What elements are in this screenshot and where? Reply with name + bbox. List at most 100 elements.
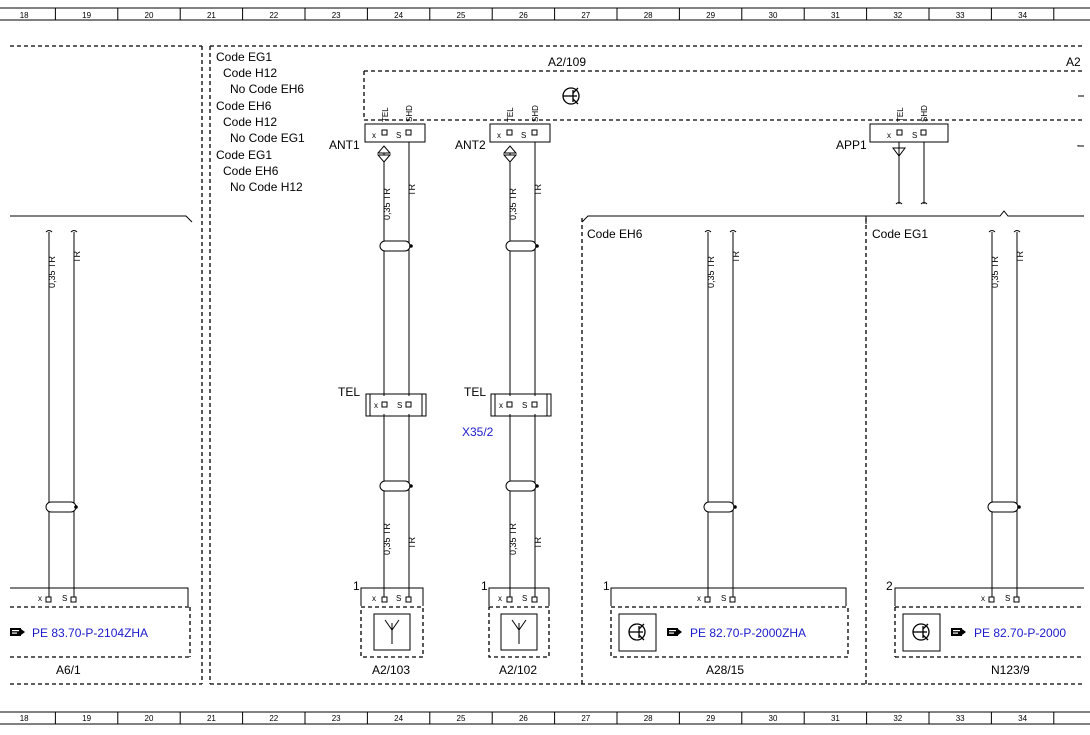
pin-s-label: S — [396, 594, 401, 603]
pin-s-label: S — [397, 401, 402, 410]
reference-link-1[interactable]: PE 83.70-P-2104ZHA — [32, 626, 148, 640]
reference-icon — [667, 628, 682, 636]
component-label-a2-103: A2/103 — [372, 663, 410, 677]
grid-cell-label: 30 — [769, 11, 778, 20]
grid-cell-label: 27 — [581, 714, 590, 723]
antenna-icon — [511, 619, 527, 644]
pin-x-label: x — [38, 594, 42, 603]
module-label: A2/109 — [548, 55, 586, 69]
component-n123-9: 2 x S PE 82.70-P-2000 N123/9 — [886, 579, 1084, 677]
condition-list: Code EG1 Code H12 No Code EH6 Code EH6 C… — [216, 50, 305, 194]
pin-shd-label: SHD — [920, 105, 929, 122]
shield-icon — [379, 240, 411, 252]
branch-label-eg1: Code EG1 — [872, 227, 928, 241]
component-label-a2-102: A2/102 — [499, 663, 537, 677]
wire-label: TR — [1015, 251, 1025, 263]
pin-s-label: S — [522, 401, 527, 410]
grid-cell-label: 18 — [20, 714, 29, 723]
grid-cell-label: 29 — [706, 714, 715, 723]
wire-label: 0,35 TR — [382, 188, 392, 220]
module-a2-109: A2/109 A2 — [363, 55, 1084, 147]
pin-number: 1 — [603, 579, 610, 593]
connector-ant1: x S TEL SHD ANT1 — [329, 105, 426, 152]
connector-tel-2: x S TEL X35/2 — [462, 385, 552, 439]
condition-5: Code H12 — [223, 115, 277, 129]
condition-7: Code EG1 — [216, 148, 272, 162]
pin-x-label: x — [374, 401, 378, 410]
pin-s-label: S — [1005, 594, 1010, 603]
pin-tel-label: TEL — [381, 107, 390, 122]
grid-cell-label: 26 — [519, 11, 528, 20]
component-label-a28-15: A28/15 — [706, 663, 744, 677]
grid-cell-label: 34 — [1018, 11, 1027, 20]
wire-label: 0,35 TR — [990, 256, 1000, 288]
pin-s-label: S — [522, 594, 527, 603]
reference-icon — [951, 628, 966, 636]
grid-cell-label: 22 — [269, 714, 278, 723]
pin-x-label: x — [981, 594, 985, 603]
satellite-icon — [562, 87, 580, 105]
condition-3: No Code EH6 — [230, 82, 304, 96]
ant1-label: ANT1 — [329, 138, 360, 152]
antenna-icon — [384, 619, 400, 644]
condition-1: Code EG1 — [216, 50, 272, 64]
connector-ant2: x S TEL SHD ANT2 — [455, 105, 551, 152]
wire-label: TR — [72, 251, 82, 263]
wire-group-n123-9: 0,35 TR TR — [987, 230, 1025, 598]
shield-icon — [703, 501, 735, 513]
wire-label: 0,35 TR — [508, 523, 518, 555]
satellite-icon — [628, 623, 646, 641]
branch-label-eh6: Code EH6 — [587, 227, 643, 241]
frame-lines — [10, 45, 1084, 685]
reference-link-2[interactable]: PE 82.70-P-2000ZHA — [690, 626, 806, 640]
grid-cell-label: 33 — [956, 11, 965, 20]
component-a2-103: 1 x S A2/103 — [353, 579, 424, 677]
grid-cell-label: 26 — [519, 714, 528, 723]
connector-tel-1: x S TEL — [338, 385, 427, 417]
grid-cell-label: 20 — [145, 11, 154, 20]
reference-link-3[interactable]: PE 82.70-P-2000 — [974, 626, 1066, 640]
condition-8: Code EH6 — [223, 164, 279, 178]
shield-icon — [987, 501, 1019, 513]
wire-label: TR — [407, 537, 417, 549]
grid-cell-label: 24 — [394, 11, 403, 20]
wire-label: 0,35 TR — [706, 256, 716, 288]
shield-icon — [45, 501, 77, 513]
shield-icon — [505, 240, 537, 252]
wire-group-a2-102: 0,35 TR TR 0,35 TR TR — [505, 142, 543, 598]
component-a28-15: 1 x S PE 82.70-P-2000ZHA A28/15 — [603, 579, 849, 677]
grid-cell-label: 33 — [956, 714, 965, 723]
shield-icon — [505, 480, 537, 492]
grid-cell-label: 23 — [332, 714, 341, 723]
pin-number: 1 — [481, 579, 488, 593]
grid-cell-label: 34 — [1018, 714, 1027, 723]
pin-s-label: S — [62, 594, 67, 603]
grid-cell-label: 19 — [82, 11, 91, 20]
connector-app1: x S TEL SHD APP1 · — [836, 105, 1080, 205]
pin-s-label: S — [721, 594, 726, 603]
wire-label: TR — [533, 184, 543, 196]
pin-shd-label: SHD — [405, 105, 414, 122]
grid-cell-label: 25 — [457, 11, 466, 20]
grid-cell-label: 29 — [706, 11, 715, 20]
condition-9: No Code H12 — [230, 180, 303, 194]
component-label-n123-9: N123/9 — [991, 663, 1030, 677]
grid-cell-label: 28 — [644, 714, 653, 723]
pin-x-label: x — [887, 131, 891, 140]
antenna-arrow-icon — [377, 145, 391, 165]
grid-cell-label: 32 — [893, 714, 902, 723]
reference-icon — [10, 628, 25, 636]
pin-tel-label: TEL — [896, 107, 905, 122]
branch-lines — [10, 210, 1084, 224]
component-label-a6-1: A6/1 — [56, 663, 81, 677]
connector-x35-link[interactable]: X35/2 — [462, 425, 494, 439]
grid-cell-label: 32 — [893, 11, 902, 20]
condition-6: No Code EG1 — [230, 131, 305, 145]
grid-cell-label: 18 — [20, 11, 29, 20]
wire-label: 0,35 TR — [382, 523, 392, 555]
shield-icon — [379, 480, 411, 492]
component-a2-102: 1 x S A2/102 — [481, 579, 550, 677]
